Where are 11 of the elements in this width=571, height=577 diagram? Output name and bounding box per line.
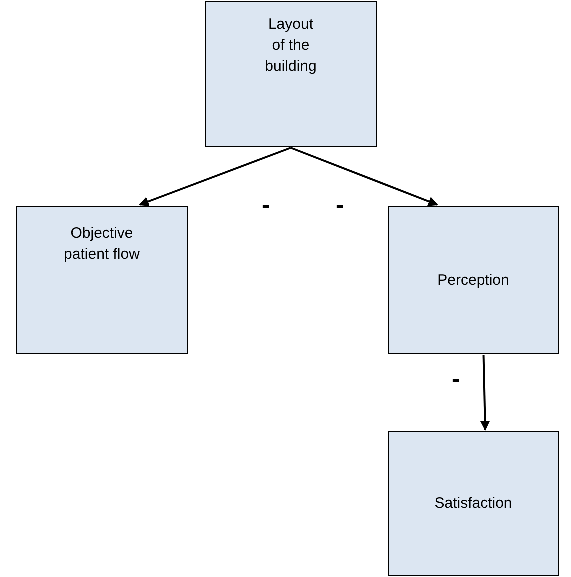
arrow xyxy=(480,354,490,431)
box-text: Satisfaction xyxy=(434,494,512,514)
box-text: Layout of the building xyxy=(264,15,318,77)
arrow xyxy=(138,147,292,206)
process-box xyxy=(205,1,377,147)
arrow xyxy=(290,147,439,206)
process-box xyxy=(388,206,559,354)
box-text: Objective patient flow xyxy=(63,224,141,265)
box-text: Perception xyxy=(438,270,510,290)
process-box xyxy=(16,206,188,354)
process-box xyxy=(388,431,559,576)
